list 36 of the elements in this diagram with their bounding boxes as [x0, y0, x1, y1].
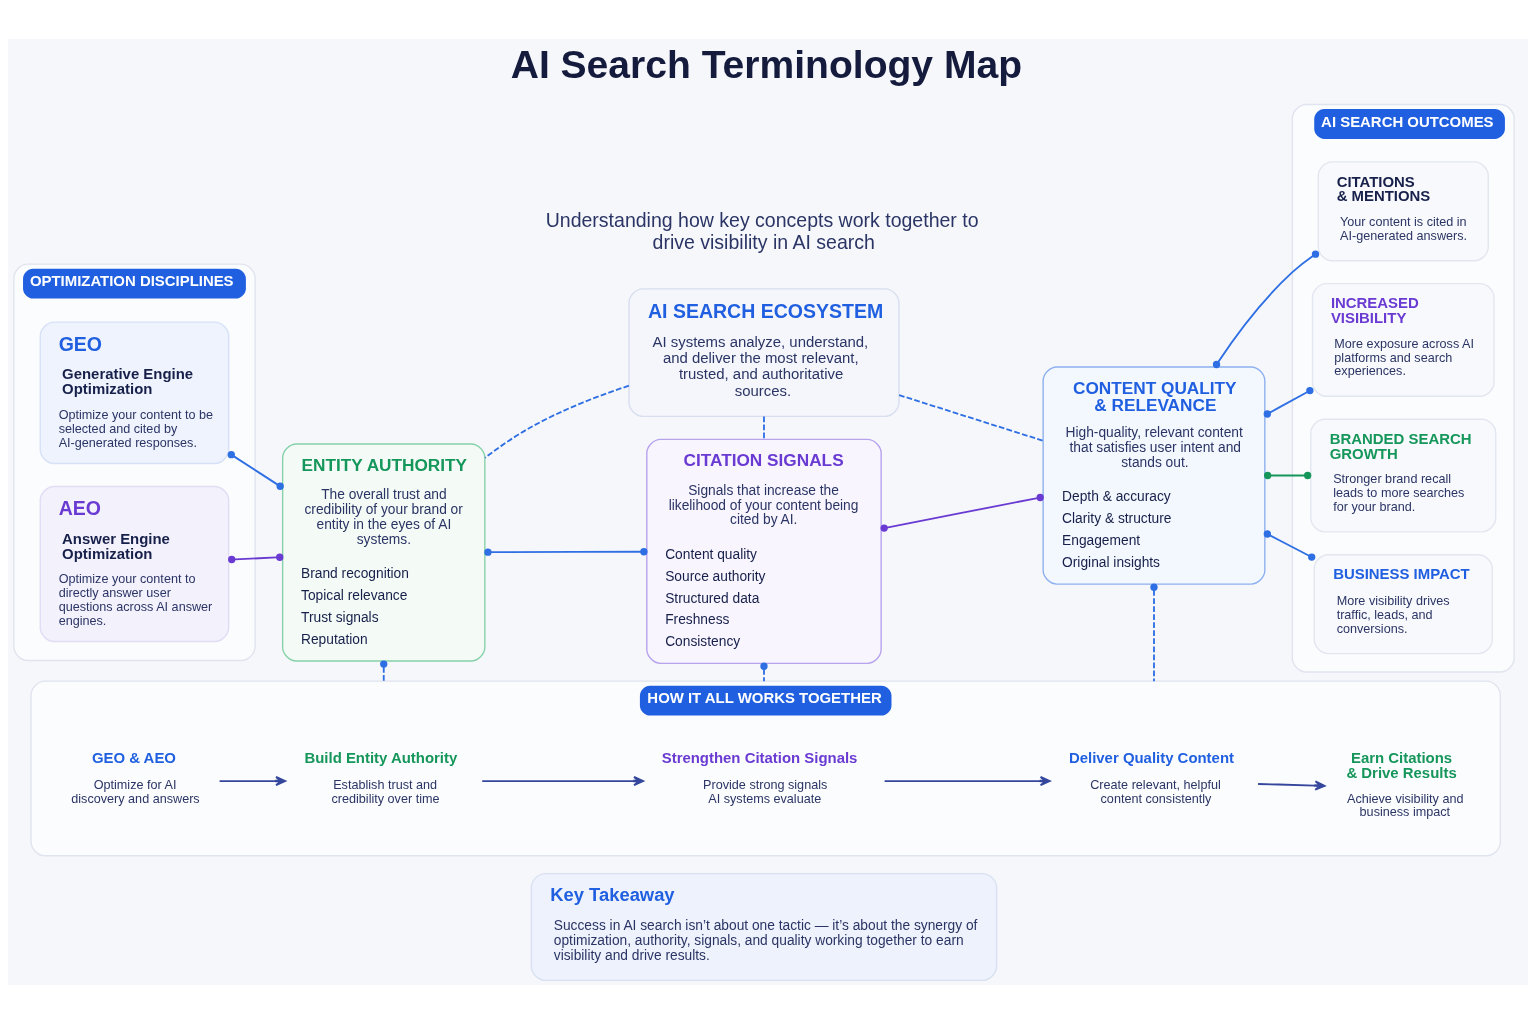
node-box: AI SEARCH ECOSYSTEM AI systems analyze, understand, and deliver the most relevant, trusted, and authoritative sources.	[628, 288, 900, 418]
arrow	[1257, 780, 1326, 791]
arrow	[481, 776, 645, 787]
node-box: GEO Generative Engine Optimization Optimize your content to be selected and cited by AI-generated responses.	[39, 321, 230, 465]
connector	[1150, 583, 1158, 683]
node-box: Key Takeaway Success in AI search isn’t about one tactic — it’s about the synergy of optimization, authority, signals, and quality working together to earn visibility and drive results.	[530, 872, 998, 982]
connector	[1263, 471, 1312, 480]
connector	[227, 451, 284, 490]
arrow	[883, 776, 1051, 787]
connector	[228, 553, 284, 564]
node-box: AEO Answer Engine Optimization Optimize your content to directly answer user questions across AI answer engines.	[39, 485, 230, 643]
node-box: ENTITY AUTHORITY The overall trust and credibility of your brand or entity in the eyes of AI systems. Brand recognition Topical relevance Trust signals Reputation	[281, 443, 486, 662]
node-box: CONTENT QUALITY & RELEVANCE High-quality, relevant content that satisfies user intent and stands out. Depth & accuracy Clarity & structure Engagement Original insights	[1042, 366, 1266, 585]
connector	[484, 384, 630, 459]
node-box: BRANDED SEARCH GROWTH Stronger brand recall leads to more searches for your brand.	[1310, 418, 1497, 533]
node-text: Deliver Quality Content Create relevant, helpful content consistently	[1068, 749, 1234, 806]
node-box: INCREASED VISIBILITY More exposure across AI platforms and search experiences.	[1311, 283, 1495, 397]
diagram-title: AI Search Terminology Map	[510, 43, 1023, 87]
connector	[763, 415, 765, 441]
node-box: BUSINESS IMPACT More visibility drives traffic, leads, and conversions.	[1313, 554, 1493, 655]
label: Understanding how key concepts work together to drive visibility in AI search	[545, 208, 979, 253]
connector	[380, 660, 388, 683]
connector	[760, 662, 768, 683]
connector	[484, 548, 648, 556]
node-text: Build Entity Authority Establish trust and credibility over time	[304, 749, 458, 806]
node-box: CITATION SIGNALS Signals that increase the likelihood of your content being cited by AI. Content quality Source authority Structured data Freshness Consistency	[646, 438, 882, 665]
arrow	[218, 776, 287, 787]
connector	[1212, 250, 1320, 369]
node-text: GEO & AEO Optimize for AI discovery and answers	[71, 749, 200, 806]
connector	[898, 394, 1044, 442]
node-text: Strengthen Citation Signals Provide strong signals AI systems evaluate	[661, 749, 858, 806]
node-text: Earn Citations & Drive Results Achieve visibility and business impact	[1346, 749, 1464, 820]
connector	[880, 493, 1044, 532]
connector	[1263, 386, 1314, 418]
node-box: CITATIONS & MENTIONS Your content is cited in AI-generated answers.	[1317, 161, 1489, 262]
connector	[1263, 530, 1316, 561]
